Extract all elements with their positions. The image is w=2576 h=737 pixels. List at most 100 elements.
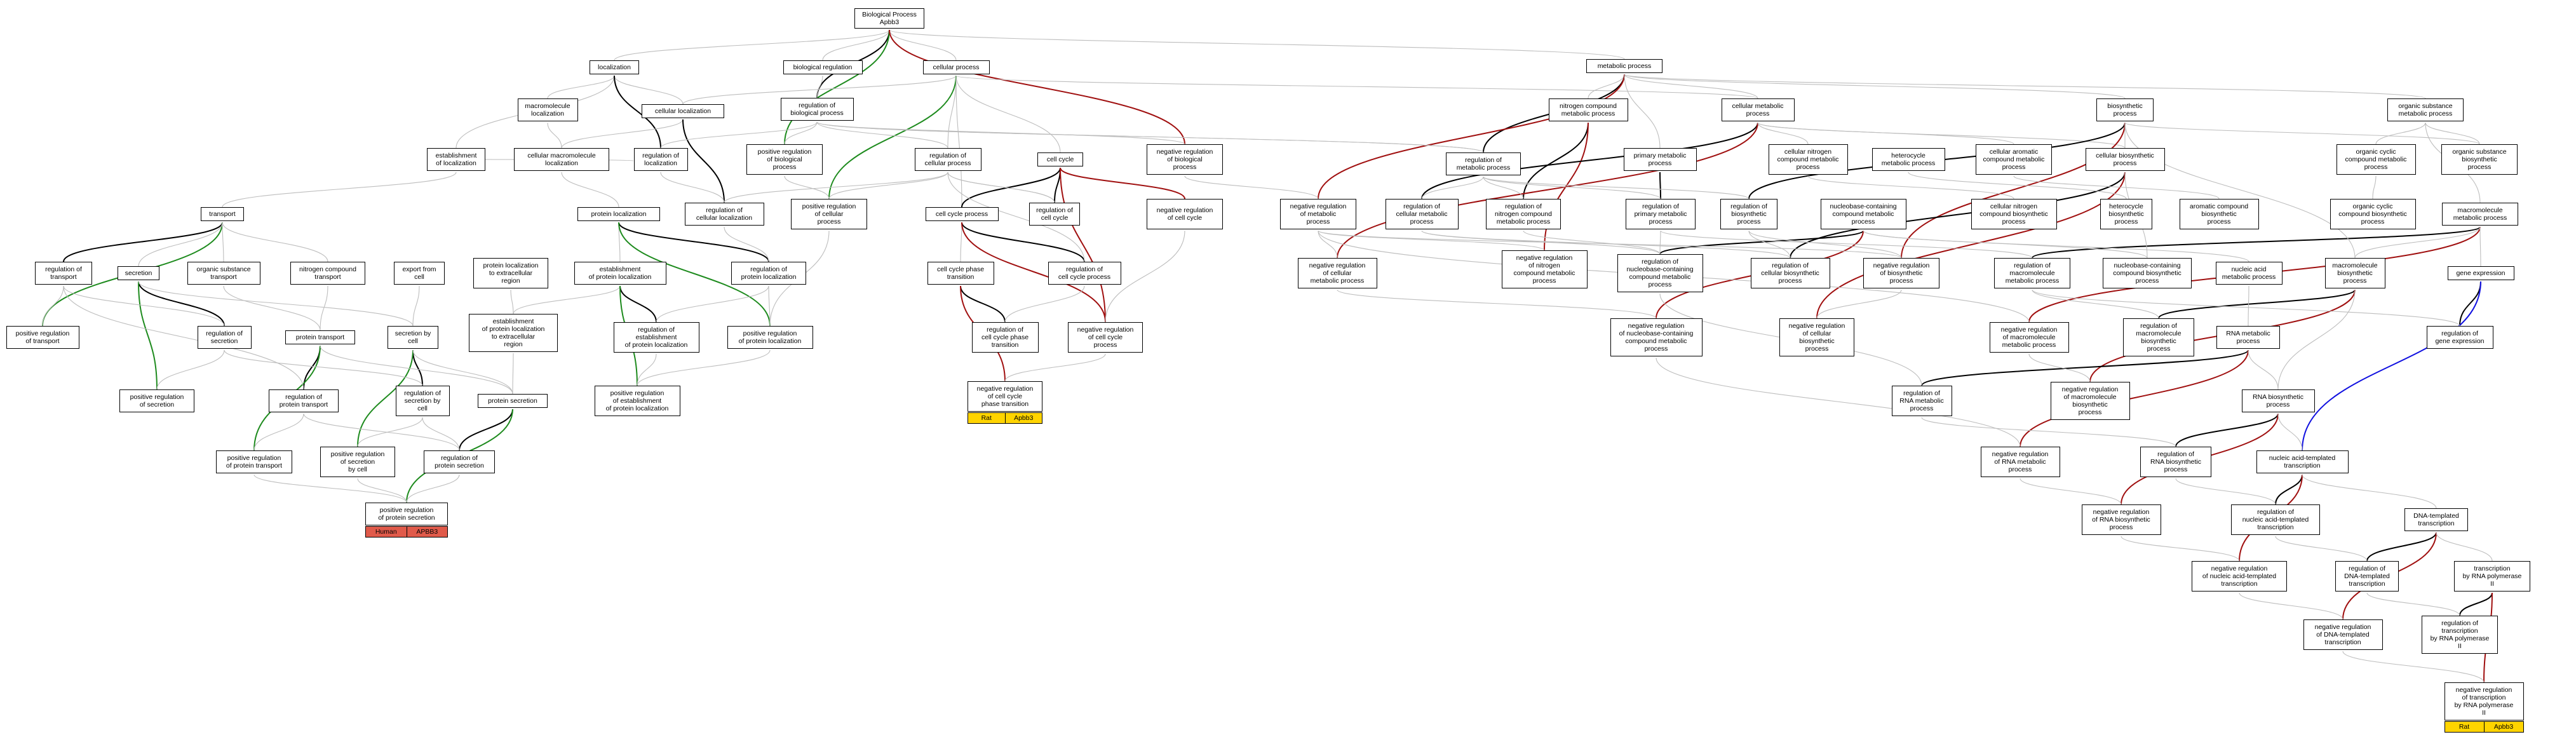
go-term-psec[interactable]: protein secretion xyxy=(478,394,548,408)
go-term-nctr[interactable]: nitrogen compound transport xyxy=(290,262,365,285)
go-term-cbs[interactable]: cellular biosynthetic process xyxy=(2085,148,2165,171)
go-term-cmp[interactable]: cellular metabolic process xyxy=(1721,98,1795,121)
go-term-reploc[interactable]: regulation of establishment of protein l… xyxy=(613,322,699,353)
go-term-prploc[interactable]: positive regulation of protein localizat… xyxy=(727,326,813,349)
go-term-bs[interactable]: biosynthetic process xyxy=(2096,98,2154,121)
go-term-rccp[interactable]: regulation of cell cycle process xyxy=(1048,262,1121,285)
go-term-trpol[interactable]: transcription by RNA polymerase II xyxy=(2454,561,2530,592)
go-term-rmmp[interactable]: regulation of macromolecule metabolic pr… xyxy=(1994,258,2070,288)
go-term-sec[interactable]: secretion xyxy=(118,266,159,280)
go-term-rbs[interactable]: regulation of biosynthetic process xyxy=(1720,199,1777,229)
go-term-preploc[interactable]: positive regulation of establishment of … xyxy=(594,386,680,416)
go-term-rbp[interactable]: regulation of biological process xyxy=(780,98,854,121)
go-term-osmp[interactable]: organic substance metabolic process xyxy=(2387,98,2464,121)
go-term-rncmp[interactable]: regulation of nitrogen compound metaboli… xyxy=(1486,199,1561,229)
go-term-nrrmp[interactable]: negative regulation of RNA metabolic pro… xyxy=(1980,447,2060,477)
go-term-mp[interactable]: metabolic process xyxy=(1586,59,1662,73)
go-term-acbs[interactable]: aromatic compound biosynthetic process xyxy=(2179,199,2259,229)
go-term-prsbc[interactable]: positive regulation of secretion by cell xyxy=(320,447,395,477)
go-term-tr[interactable]: transport xyxy=(201,207,244,221)
go-term-exp[interactable]: export from cell xyxy=(394,262,445,285)
go-term-hmp[interactable]: heterocycle metabolic process xyxy=(1871,148,1945,171)
go-term-nrbs[interactable]: negative regulation of biosynthetic proc… xyxy=(1863,258,1939,288)
go-term-sbc[interactable]: secretion by cell xyxy=(388,326,438,349)
go-term-bp[interactable]: Biological Process Apbb3 xyxy=(854,8,924,29)
go-term-nr-ccpt[interactable]: negative regulation of cell cycle phase … xyxy=(968,381,1042,412)
go-term-hbs[interactable]: heterocycle biosynthetic process xyxy=(2100,199,2152,229)
go-term-cmloc[interactable]: cellular macromolecule localization xyxy=(514,148,609,171)
go-term-rnbcmp[interactable]: regulation of nucleobase-containing comp… xyxy=(1617,254,1703,292)
go-term-cc[interactable]: cell cycle xyxy=(1037,152,1083,166)
go-term-cloc[interactable]: cellular localization xyxy=(642,104,724,118)
go-term-rge[interactable]: regulation of gene expression xyxy=(2426,326,2493,349)
go-term-nrccp[interactable]: negative regulation of cell cycle proces… xyxy=(1068,322,1143,353)
go-term-nrbp[interactable]: negative regulation of biological proces… xyxy=(1147,144,1223,175)
go-term-occmp[interactable]: organic cyclic compound metabolic proces… xyxy=(2336,144,2416,175)
go-term-rnamp[interactable]: RNA metabolic process xyxy=(2216,326,2280,349)
go-term-rcp[interactable]: regulation of cellular process xyxy=(914,148,981,171)
go-term-rptr[interactable]: regulation of protein transport xyxy=(269,389,339,412)
go-term-nrmbs[interactable]: negative regulation of macromolecule bio… xyxy=(2050,382,2130,420)
go-term-ostr[interactable]: organic substance transport xyxy=(187,262,260,285)
go-term-ccp[interactable]: cell cycle process xyxy=(925,207,999,221)
go-term-rccpt[interactable]: regulation of cell cycle phase transitio… xyxy=(971,322,1039,353)
go-term-rbsp[interactable]: RNA biosynthetic process xyxy=(2241,389,2315,412)
go-term-nrncmp[interactable]: negative regulation of nitrogen compound… xyxy=(1501,250,1588,288)
go-term-nrcbs[interactable]: negative regulation of cellular biosynth… xyxy=(1779,318,1854,356)
go-term-rloc[interactable]: regulation of localization xyxy=(633,148,688,171)
go-term-nrmp[interactable]: negative regulation of metabolic process xyxy=(1280,199,1356,229)
go-term-nrrbs[interactable]: negative regulation of RNA biosynthetic … xyxy=(2081,504,2161,535)
go-term-ccpt[interactable]: cell cycle phase transition xyxy=(927,262,994,285)
go-term-loc[interactable]: localization xyxy=(590,60,639,74)
go-term-eplex[interactable]: establishment of protein localization to… xyxy=(469,314,558,352)
go-term-nrcc[interactable]: negative regulation of cell cycle xyxy=(1147,199,1223,229)
go-term-nr-trpol[interactable]: negative regulation of transcription by … xyxy=(2444,682,2524,720)
go-term-prtr[interactable]: positive regulation of transport xyxy=(6,326,79,349)
go-term-eploc[interactable]: establishment of protein localization xyxy=(574,262,666,285)
go-term-mbs[interactable]: macromolecule biosynthetic process xyxy=(2324,258,2385,288)
go-term-osbs[interactable]: organic substance biosynthetic process xyxy=(2441,144,2518,175)
go-term-rrbs[interactable]: regulation of RNA biosynthetic process xyxy=(2140,447,2211,477)
go-term-ploc[interactable]: protein localization xyxy=(577,207,660,221)
go-term-pmp[interactable]: primary metabolic process xyxy=(1623,148,1697,171)
go-term-mloc[interactable]: macromolecule localization xyxy=(517,98,578,121)
go-term-rploc[interactable]: regulation of protein localization xyxy=(731,262,806,285)
go-term-cp[interactable]: cellular process xyxy=(922,60,990,74)
go-term-rcmp[interactable]: regulation of cellular metabolic process xyxy=(1385,199,1459,229)
go-term-rpsec[interactable]: regulation of protein secretion xyxy=(424,450,495,473)
go-term-ptr[interactable]: protein transport xyxy=(285,330,355,344)
go-term-nbcbs[interactable]: nucleobase-containing compound biosynthe… xyxy=(2103,258,2192,288)
go-term-cncbs[interactable]: cellular nitrogen compound biosynthetic … xyxy=(1971,199,2057,229)
go-term-rmp[interactable]: regulation of metabolic process xyxy=(1446,152,1521,175)
go-term-nrdtt[interactable]: negative regulation of DNA-templated tra… xyxy=(2303,619,2383,650)
go-term-dtt[interactable]: DNA-templated transcription xyxy=(2404,508,2468,531)
go-term-prptr[interactable]: positive regulation of protein transport xyxy=(216,450,292,473)
go-term-breg[interactable]: biological regulation xyxy=(783,60,863,74)
go-term-rpmp[interactable]: regulation of primary metabolic process xyxy=(1626,199,1696,229)
go-term-rsbc[interactable]: regulation of secretion by cell xyxy=(395,386,450,416)
go-term-prbp[interactable]: positive regulation of biological proces… xyxy=(746,144,823,175)
go-term-rsec[interactable]: regulation of secretion xyxy=(197,326,252,349)
go-term-rtr[interactable]: regulation of transport xyxy=(35,262,92,285)
go-term-rnatt[interactable]: regulation of nucleic acid-templated tra… xyxy=(2231,504,2320,535)
go-term-rtrpol[interactable]: regulation of transcription by RNA polym… xyxy=(2422,616,2498,654)
go-term-prcp[interactable]: positive regulation of cellular process xyxy=(791,199,867,229)
go-term-pr-psec[interactable]: positive regulation of protein secretion xyxy=(365,503,448,525)
go-term-rrmp[interactable]: regulation of RNA metabolic process xyxy=(1891,386,1952,416)
go-term-nrmmp[interactable]: negative regulation of macromolecule met… xyxy=(1989,322,2069,353)
go-term-mmp[interactable]: macromolecule metabolic process xyxy=(2442,203,2518,226)
go-term-rcloc[interactable]: regulation of cellular localization xyxy=(684,203,764,226)
go-term-ncmp[interactable]: nitrogen compound metabolic process xyxy=(1548,98,1628,121)
go-term-cncmp[interactable]: cellular nitrogen compound metabolic pro… xyxy=(1768,144,1848,175)
go-term-rmbs[interactable]: regulation of macromolecule biosynthetic… xyxy=(2123,318,2194,356)
go-term-namp[interactable]: nucleic acid metabolic process xyxy=(2215,262,2283,285)
go-term-ge[interactable]: gene expression xyxy=(2447,266,2514,280)
go-term-nrnatt[interactable]: negative regulation of nucleic acid-temp… xyxy=(2192,561,2287,592)
go-term-nrnbcmp[interactable]: negative regulation of nucleobase-contai… xyxy=(1610,318,1703,356)
go-term-eloc[interactable]: establishment of localization xyxy=(427,148,485,171)
go-term-rcbs[interactable]: regulation of cellular biosynthetic proc… xyxy=(1750,258,1830,288)
go-term-prsec[interactable]: positive regulation of secretion xyxy=(119,389,194,412)
go-term-plex[interactable]: protein localization to extracellular re… xyxy=(473,258,548,288)
go-term-rdtt[interactable]: regulation of DNA-templated transcriptio… xyxy=(2335,561,2399,592)
go-term-natt[interactable]: nucleic acid-templated transcription xyxy=(2256,450,2349,473)
